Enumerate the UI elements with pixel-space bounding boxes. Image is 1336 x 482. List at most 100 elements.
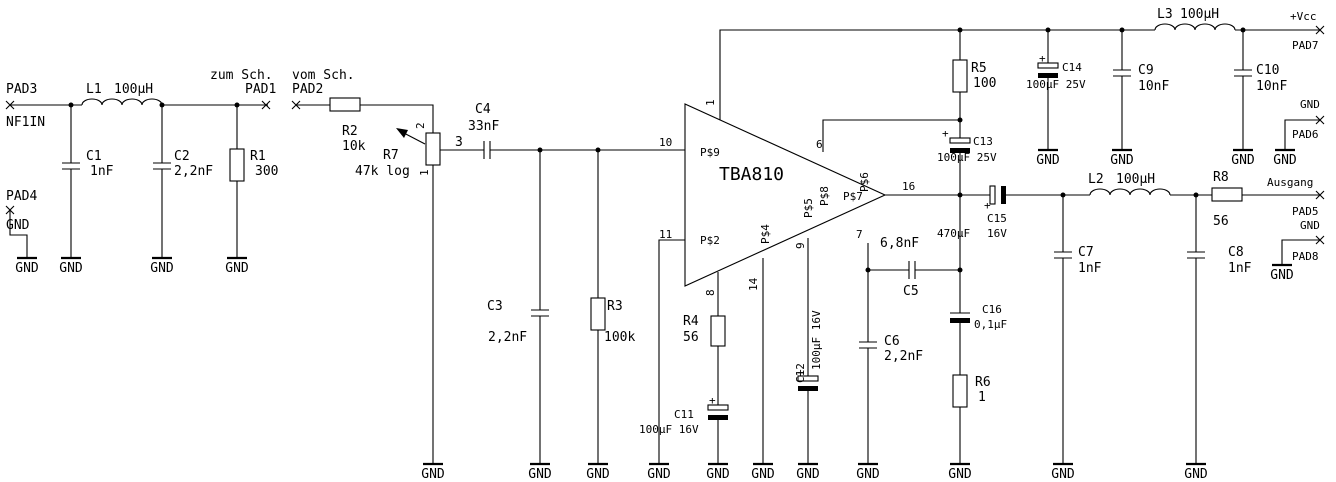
l2-inductor: L2 100µH [1088,172,1171,196]
input-section: PAD3 NF1IN L1 100µH zum Sch. PAD1 C1 1nF [5,68,685,464]
pin-7-label: 7 [856,228,863,241]
c8-name: C8 [1228,245,1244,260]
gnd-label: GND [1270,268,1294,283]
c1-capacitor: C1 1nF [62,105,114,258]
l3-name: L3 [1157,7,1173,22]
pad8-gnd-label: GND [1300,219,1320,232]
pin-1-label: 1 [418,169,431,176]
c9-name: C9 [1138,63,1154,78]
r7-value: 47k log [355,164,410,179]
c10-value: 10nF [1256,79,1287,94]
r6-resistor: R6 1 [952,374,991,464]
gnd-label: GND [706,467,730,482]
c12-value: 100µF 16V [810,310,823,370]
gnd-label: GND [1036,153,1060,168]
gnd-label: GND [751,467,775,482]
pad6-label: PAD6 [1292,128,1319,141]
pad5-terminal: Ausgang PAD5 [1267,176,1325,218]
c15-value-b: 16V [987,227,1007,240]
gnd-symbol: GND [1273,148,1297,168]
gnd-label: GND [1273,153,1297,168]
c13-name: C13 [973,135,993,148]
r1-name: R1 [250,149,266,164]
pad4-gnd-label: GND [6,218,30,233]
c5-value: 6,8nF [880,236,919,251]
c15-plus: + [984,199,991,212]
r8-value: 56 [1213,214,1229,229]
power-rail: L3 100µH +Vcc PAD7 R5 100 6 + C13 100µF … [719,7,1325,195]
ps8-label: P$8 [818,186,831,206]
c2-name: C2 [174,149,190,164]
gnd-symbol: GND [647,462,671,482]
gnd-label: GND [150,261,174,276]
gnd-symbol: GND [751,462,775,482]
c9-value: 10nF [1138,79,1169,94]
ground-symbols: GND GND GND GND GND GND GND GND GND GND GND GND GND G… [15,148,1297,482]
c6-name: C6 [884,334,900,349]
r4-resistor: R4 56 [683,314,726,405]
gnd-symbol: GND [1231,148,1255,168]
gnd-symbol: GND [1036,148,1060,168]
tba810-amplifier: TBA810 10 P$9 11 P$2 1 P$4 P$5 P$8 P$7 P… [659,99,887,287]
gnd-symbol: GND [1110,148,1134,168]
c9-capacitor: C9 10nF [1113,30,1169,150]
r2-resistor: R2 10k [329,97,434,154]
pin-8-label: 8 [704,289,717,296]
pad4-label: PAD4 [6,189,37,204]
gnd-label: GND [1051,467,1075,482]
r7-name: R7 [383,148,399,163]
l2-value: 100µH [1116,172,1155,187]
c12-name: C12 [794,363,807,383]
c1-name: C1 [86,149,102,164]
pad6-terminal: GND PAD6 [1284,98,1325,150]
c15-name: C15 [987,212,1007,225]
r3-resistor: R3 100k [590,150,635,464]
gnd-label: GND [1231,153,1255,168]
pad3-label: PAD3 [6,82,37,97]
c4-name: C4 [475,102,491,117]
l1-inductor: L1 100µH [81,82,163,106]
gnd-label: GND [856,467,880,482]
c4-value: 33nF [468,119,499,134]
output-section: 16 + C15 470µF 16V L2 100µH R8 56 [856,170,1325,464]
gnd-label: GND [948,467,972,482]
c8-value: 1nF [1228,261,1252,276]
c15-value-a: 470µF [937,227,970,240]
ausgang-label: Ausgang [1267,176,1313,189]
r1-resistor: R1 300 [229,105,278,258]
c14-value: 100µF 25V [1026,78,1086,91]
pad2-terminal: vom Sch. PAD2 [291,68,355,110]
ps6-label: P$6 [858,172,871,192]
r3-value: 100k [604,330,635,345]
pad2-label: PAD2 [292,82,323,97]
pin-1-ic-label: 1 [704,99,717,106]
ps4-label: P$4 [759,224,772,244]
ic-name: TBA810 [719,164,784,185]
c6-capacitor: 7 C6 2,2nF [856,228,923,464]
c14-plus: + [1039,52,1046,65]
pin-14-label: 14 [747,277,760,291]
c5-name: C5 [903,284,919,299]
gnd-symbol: GND [1270,263,1294,283]
r5-resistor: R5 100 [952,30,996,138]
r2-name: R2 [342,124,358,139]
c3-name: C3 [487,299,503,314]
gnd-symbol: GND [528,462,552,482]
gnd-label: GND [1110,153,1134,168]
gnd-symbol: GND [1051,462,1075,482]
c16-value: 0,1µF [974,318,1007,331]
gnd-label: GND [586,467,610,482]
c14-capacitor: + C14 100µF 25V [1026,30,1086,150]
ps7-label: P$7 [843,190,863,203]
gnd-symbol: GND [856,462,880,482]
pad5-label: PAD5 [1292,205,1319,218]
c3-value: 2,2nF [488,330,527,345]
r7-potentiometer: R7 47k log 2 1 3 [355,122,484,464]
ic-lower-pins: 8 R4 56 + C11 100µF 16V 14 9 + C12 100µF… [639,238,823,464]
l2-name: L2 [1088,172,1104,187]
c15-capacitor: + C15 470µF 16V [937,185,1090,240]
r8-resistor: R8 56 [1211,170,1320,229]
gnd-symbol: GND [706,462,730,482]
pad4-terminal: PAD4 GND [5,189,37,258]
r8-name: R8 [1213,170,1229,185]
